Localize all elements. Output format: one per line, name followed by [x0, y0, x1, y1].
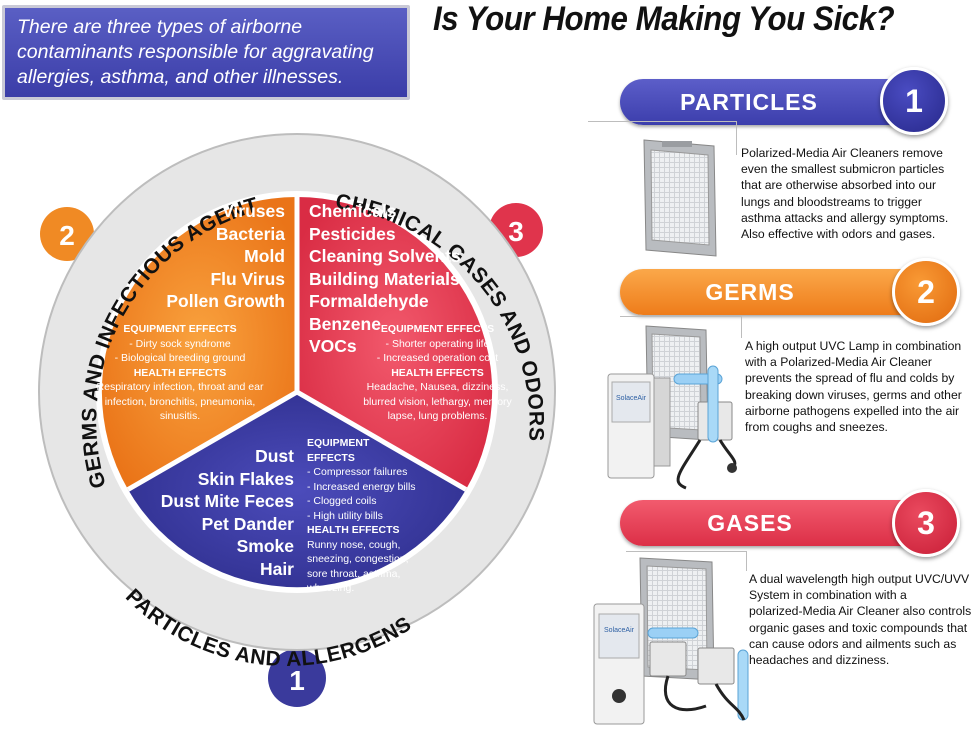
germs-health-line: infection, bronchitis, pneumonia,	[104, 395, 256, 408]
particles-item: Dust Mite Feces	[160, 491, 294, 511]
section-label-germs: GERMS	[705, 278, 795, 305]
chemical-item: Cleaning Solvents	[309, 246, 461, 266]
chemical-item: Formaldehyde	[309, 291, 429, 311]
section-number-text: 3	[917, 504, 935, 541]
chemical-item: Benzene	[309, 313, 381, 334]
section-desc-gases: A dual wavelength high output UVC/UVV Sy…	[749, 571, 977, 668]
page-title: Is Your Home Making You Sick?	[433, 0, 895, 38]
section-desc-particles: Polarized-Media Air Cleaners remove even…	[741, 145, 976, 242]
intro-text: There are three types of airborne contam…	[17, 16, 374, 88]
particles-effects: EQUIPMENT EFFECTS - Compressor failures …	[307, 436, 447, 596]
germs-items: Viruses Bacteria Mold Flu Virus Pollen G…	[150, 200, 285, 313]
particles-equipment-heading-2: EFFECTS	[307, 451, 355, 464]
section-label-gases: GASES	[707, 509, 793, 536]
contaminant-wheel: 2 3 1 GERMS AND INFECTIOUS AGENTS CHEMIC…	[0, 82, 600, 731]
chemical-health-line: blurred vision, lethargy, memory	[363, 395, 512, 408]
desc-line: can cause odors and ailments such as	[749, 636, 957, 651]
chemical-item: Chemicals	[309, 201, 397, 221]
chemical-health-line: lapse, lung problems.	[387, 410, 488, 422]
particles-item: Dust	[255, 446, 294, 466]
air-cleaner-filter-image	[643, 139, 717, 257]
chemical-items: Chemicals Pesticides Cleaning Solvents B…	[309, 200, 469, 358]
section-number-particles: 1	[880, 67, 948, 135]
desc-line: System in combination with a	[749, 588, 907, 603]
particles-item: Hair	[259, 558, 294, 579]
desc-line: even the smallest submicron particles	[741, 162, 945, 177]
germs-item: Pollen Growth	[166, 291, 285, 311]
chemical-equipment-item: - Shorter operating life	[385, 337, 490, 350]
section-number-text: 1	[905, 82, 923, 119]
svg-text:2: 2	[59, 220, 75, 251]
particles-equipment-item: - High utility bills	[307, 509, 383, 522]
badge-germs: 2	[36, 203, 98, 265]
desc-line: with a Polarized-Media Air Cleaner	[745, 355, 932, 370]
chemical-item: Building Materials	[309, 268, 460, 289]
desc-line: A dual wavelength high output UVC/UVV	[749, 572, 970, 586]
brand-logo: SolaceAir	[616, 395, 647, 402]
chemical-item: Pesticides	[309, 223, 396, 244]
desc-line: organic gases and toxic compounds that	[749, 620, 968, 635]
desc-line: polarized-Media Air Cleaner also control…	[749, 604, 972, 619]
sector-chemical	[297, 196, 493, 490]
particles-items: Dust Skin Flakes Dust Mite Feces Pet Dan…	[160, 445, 294, 580]
sector-germs	[101, 196, 297, 490]
particles-equipment-heading: EQUIPMENT	[307, 437, 370, 449]
uvc-lamp-system-image: SolaceAir	[607, 325, 737, 490]
germs-health-line: Respiratory infection, throat and ear	[96, 381, 264, 393]
desc-line: prevents the spread of flu and colds by	[745, 371, 955, 386]
desc-line: A high output UVC Lamp in combination	[745, 339, 962, 353]
section-pill-gases: GASES	[620, 500, 940, 546]
germs-equipment-item: - Dirty sock syndrome	[129, 337, 231, 350]
desc-line: that are otherwise absorbed into our	[741, 178, 937, 193]
particles-equipment-item: - Increased energy bills	[307, 480, 416, 493]
particles-health-line: wheezing.	[307, 582, 355, 594]
germs-health-line: sinusitis.	[159, 410, 201, 422]
particles-item: Smoke	[236, 536, 294, 556]
germs-item: Mold	[244, 246, 285, 266]
section-number-text: 2	[917, 273, 935, 310]
brand-logo: SolaceAir	[604, 627, 635, 634]
germs-effects: EQUIPMENT EFFECTS - Dirty sock syndrome …	[80, 322, 280, 424]
desc-line: from coughs and sneezes.	[745, 420, 888, 435]
particles-equipment-item: - Compressor failures	[307, 466, 408, 478]
chemical-equipment-item: - Increased operation cost	[376, 352, 499, 364]
svg-text:3: 3	[508, 216, 524, 247]
particles-health-line: sore throat, asthma,	[307, 567, 401, 580]
particles-health-line: Runny nose, cough,	[307, 538, 401, 551]
section-label-particles: PARTICLES	[680, 88, 818, 115]
chemical-health-heading: HEALTH EFFECTS	[391, 366, 484, 379]
wheel-graphic: 2 3 1 GERMS AND INFECTIOUS AGENTS CHEMIC…	[0, 82, 556, 711]
germs-item: Viruses	[222, 201, 285, 221]
desc-line: headaches and dizziness.	[749, 653, 890, 668]
section-number-gases: 3	[892, 489, 960, 557]
germs-item: Bacteria	[215, 223, 285, 244]
particles-item: Pet Dander	[201, 513, 294, 534]
desc-line: lungs and bloodstreams to trigger	[741, 194, 922, 209]
chemical-equipment-heading: EQUIPMENT EFFECTS	[380, 323, 495, 335]
chemical-effects: EQUIPMENT EFFECTS - Shorter operating li…	[355, 322, 520, 424]
germs-health-heading: HEALTH EFFECTS	[133, 366, 227, 379]
section-number-germs: 2	[892, 258, 960, 326]
particles-health-line: sneezing, congestion,	[307, 553, 409, 565]
desc-line: asthma attacks and allergy symptoms.	[741, 210, 949, 225]
desc-line: Polarized-Media Air Cleaners remove	[741, 146, 943, 160]
germs-item: Flu Virus	[210, 268, 285, 289]
germs-equipment-item: - Biological breeding ground	[114, 352, 246, 364]
desc-line: Also effective with odors and gases.	[741, 227, 936, 242]
uvc-uvv-system-image: SolaceAir	[593, 557, 749, 725]
svg-text:1: 1	[289, 665, 305, 696]
desc-line: breaking down viruses, germs and other	[745, 387, 962, 402]
desc-line: airborne pathogens expelled into the air	[745, 403, 960, 418]
section-desc-germs: A high output UVC Lamp in combination wi…	[745, 338, 977, 435]
badge-particles: 1	[264, 645, 330, 711]
section-pill-germs: GERMS	[620, 269, 940, 315]
chemical-item: VOCs	[309, 336, 357, 356]
particles-health-heading: HEALTH EFFECTS	[307, 524, 400, 536]
chemical-health-line: Headache, Nausea, dizziness,	[366, 381, 509, 393]
particles-item: Skin Flakes	[197, 468, 294, 489]
germs-equipment-heading: EQUIPMENT EFFECTS	[123, 323, 237, 335]
intro-banner: There are three types of airborne contam…	[2, 5, 410, 100]
particles-equipment-item: - Clogged coils	[307, 495, 377, 507]
